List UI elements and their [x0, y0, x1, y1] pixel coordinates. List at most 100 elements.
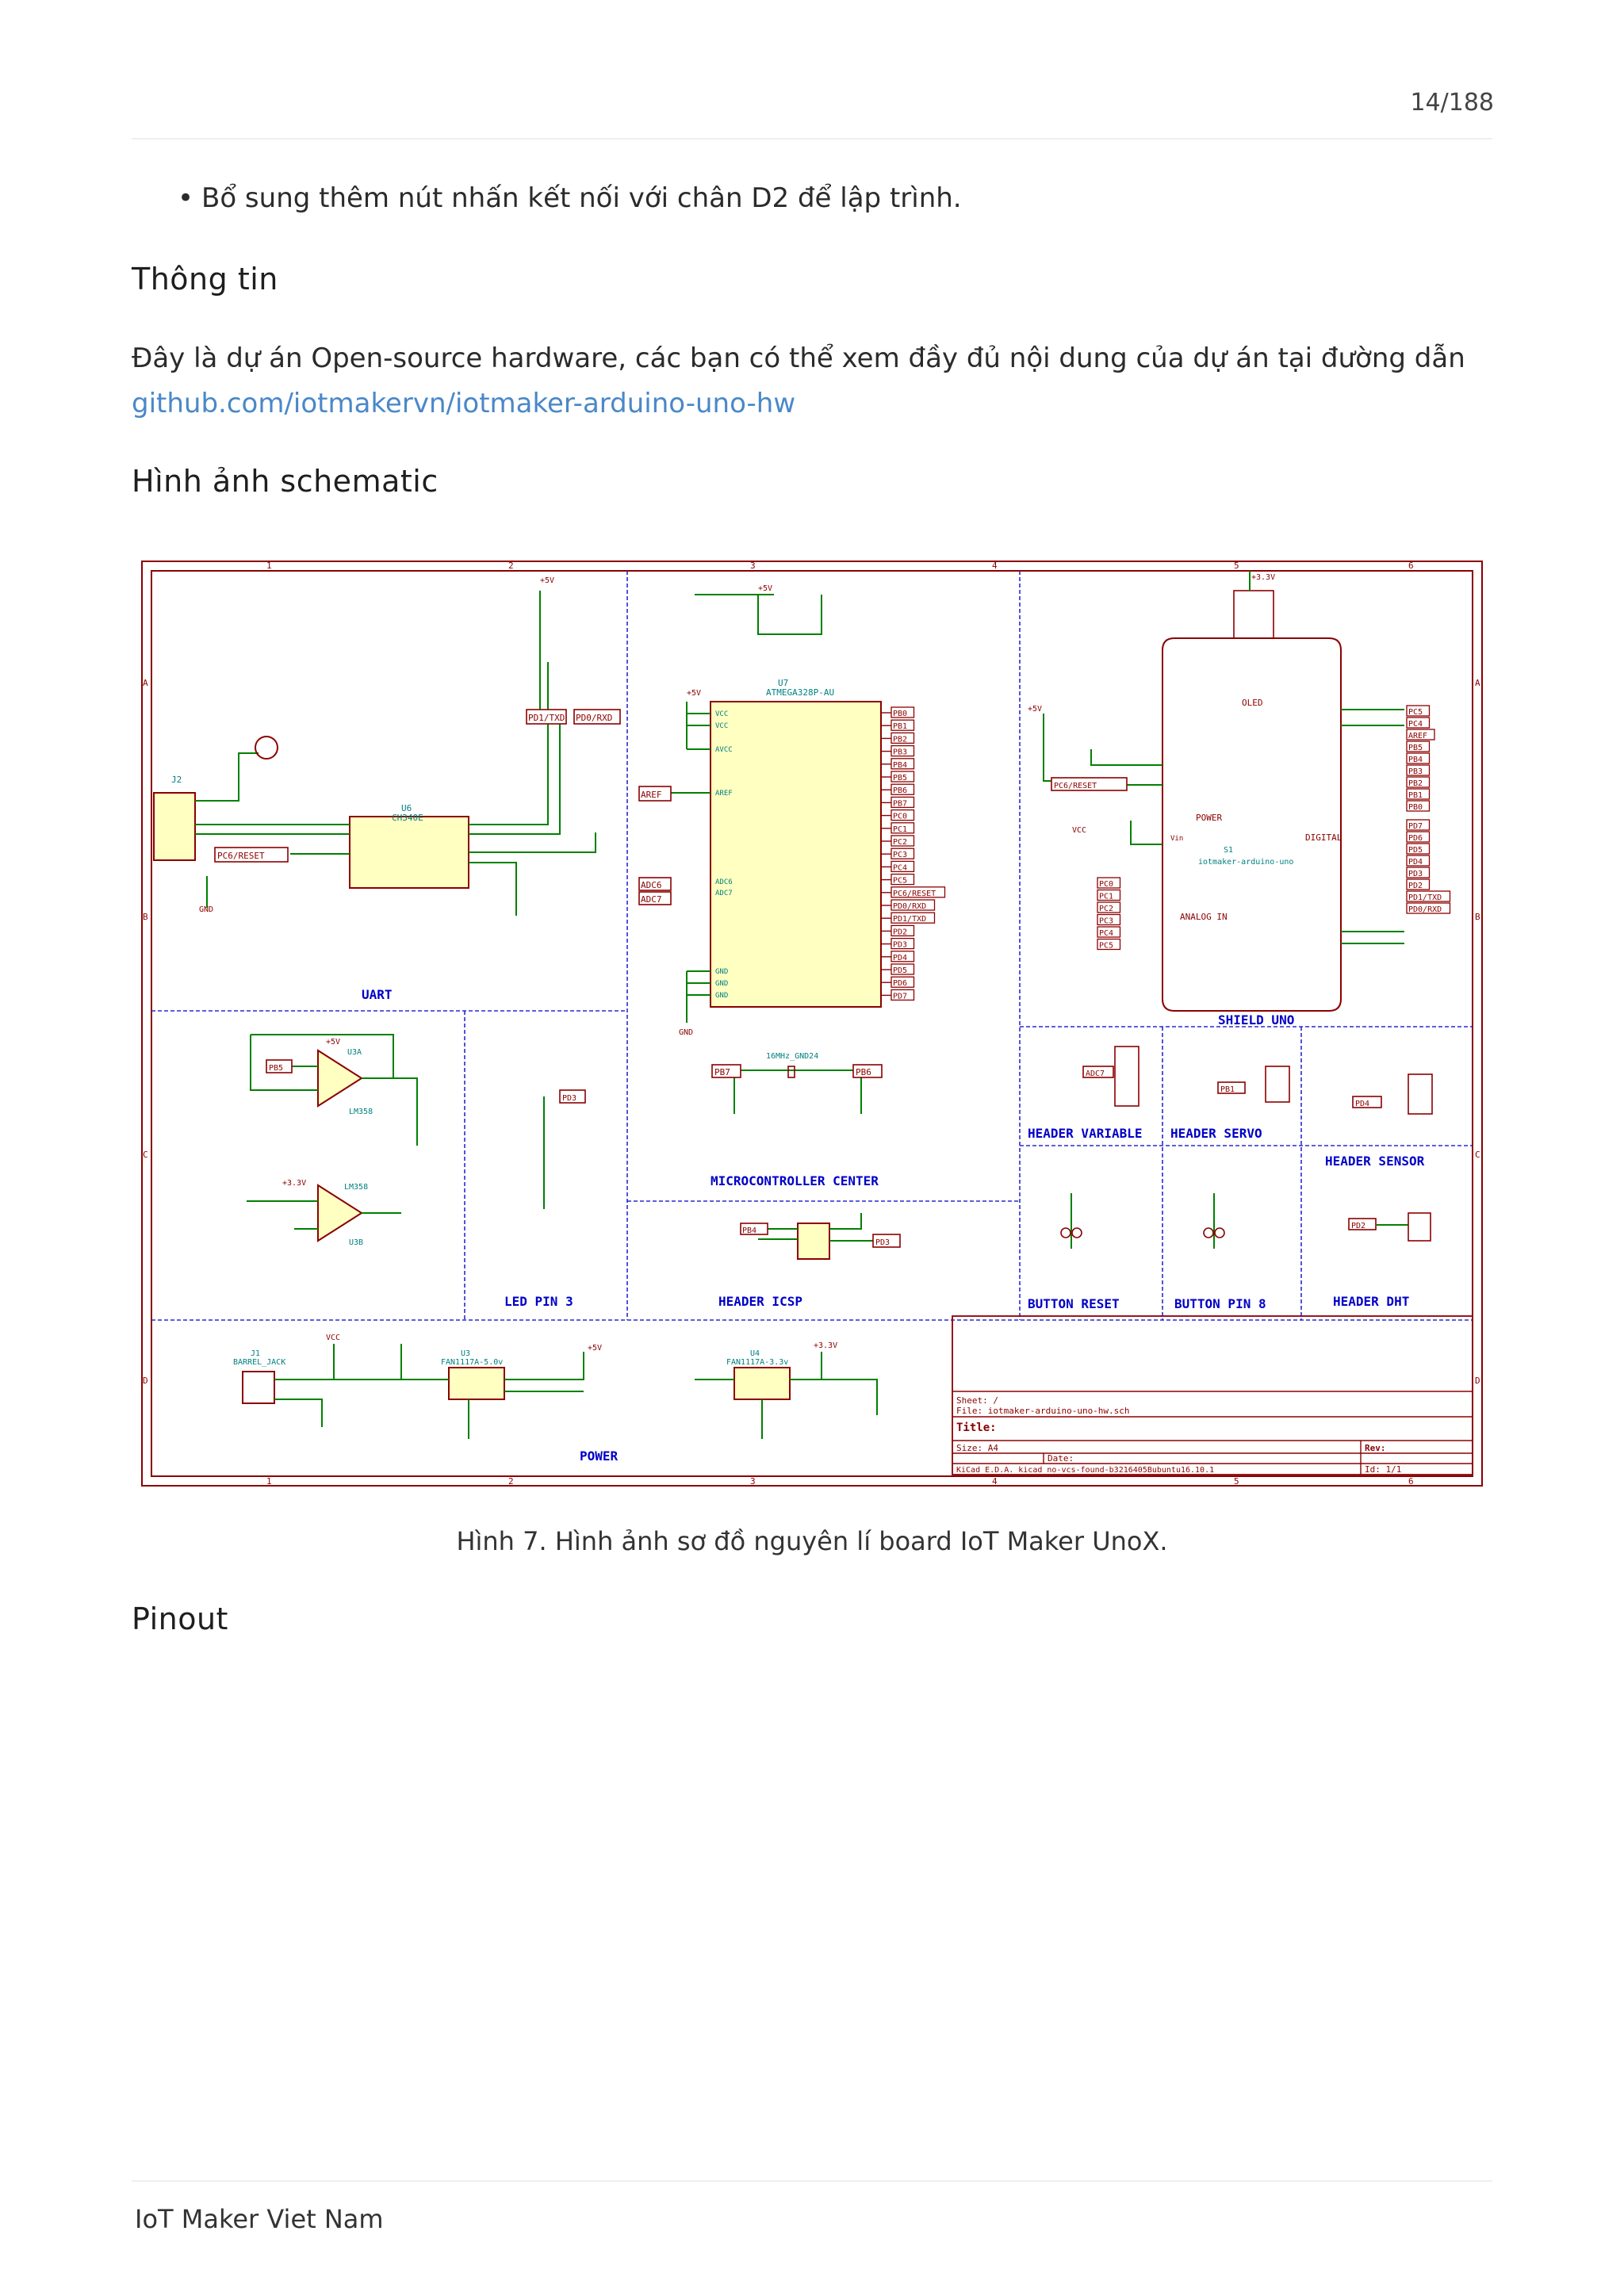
mcu-pin-label: PB2 [893, 735, 907, 744]
power-block: U3 FAN1117A-5.0v U4 FAN1117A-3.3v J1 BAR… [233, 1334, 878, 1464]
shield-digital-pin: PD4 [1408, 858, 1423, 867]
shield-digital-pin-box [1406, 819, 1431, 831]
shield-digital-pin: PB5 [1408, 744, 1423, 752]
mcu-pin-label-box [891, 796, 915, 809]
net-adc6-mcu: ADC6 [641, 880, 662, 890]
mcu-pin-label: PB7 [893, 799, 907, 808]
block-title-hvar: HEADER VARIABLE [1028, 1126, 1143, 1141]
svg-text:VCC: VCC [715, 710, 728, 718]
shield-power-label: POWER [1196, 813, 1222, 823]
shield-digital-pin-box [1406, 800, 1431, 812]
shield-digital-pin-box [1406, 831, 1431, 843]
footer-text: IoT Maker Viet Nam [135, 2204, 384, 2234]
mcu-pin-label-box [891, 719, 915, 731]
mcu-pin-label: PC3 [893, 851, 907, 859]
u3b-ref: U3B [349, 1238, 363, 1247]
s1-ref: S1 [1224, 846, 1233, 855]
shield-digital-pin: PD5 [1408, 846, 1423, 855]
info-text: Đây là dự án Open-source hardware, các b… [132, 342, 1465, 374]
block-title-shield: SHIELD UNO [1218, 1012, 1294, 1027]
mcu-pin-label-box [891, 822, 915, 834]
shield-analog-pin-box [1097, 926, 1121, 938]
opamp-block: U3A LM358 LM358 U3B PB5 +5V +3.3V [247, 1034, 418, 1247]
svg-text:5: 5 [1234, 561, 1239, 571]
u4-ref: U4 [750, 1349, 760, 1358]
lm358-a: LM358 [349, 1108, 373, 1116]
net-pb6-mcu: PB6 [856, 1067, 871, 1077]
shield-digital-pin: PB3 [1408, 767, 1423, 776]
svg-text:C: C [1475, 1150, 1480, 1160]
shield-digital-pin-box [1406, 867, 1431, 878]
mcu-pin-label-box [891, 886, 946, 898]
mcu-pin-label-box [891, 809, 915, 821]
block-dividers [151, 571, 1473, 1321]
bullet-item: •Bổ sung thêm nút nhấn kết nối với chân … [178, 182, 962, 214]
crystal-name: 16MHz_GND24 [766, 1052, 818, 1061]
shield-digital-pin: PB1 [1408, 791, 1423, 800]
shield-digital-pin-box [1406, 890, 1451, 902]
icsp-block: PB4 PD3 HEADER ICSP [718, 1213, 901, 1309]
svg-text:6: 6 [1408, 1476, 1414, 1487]
mcu-pin-label: PD7 [893, 992, 907, 1001]
info-paragraph: Đây là dự án Open-source hardware, các b… [132, 336, 1496, 427]
mcu-pin-label-box [891, 951, 915, 962]
shield-digital-pin: PC5 [1408, 708, 1423, 717]
mcu-pin-label: PD1/TXD [893, 915, 926, 924]
u6-name: CH340E [392, 813, 423, 823]
shield-digital-pin: PD7 [1408, 822, 1423, 831]
svg-text:B: B [1475, 912, 1480, 922]
tb-sheet: Sheet: / [956, 1395, 998, 1406]
net-pd4-hsensor: PD4 [1355, 1100, 1369, 1108]
svg-text:3: 3 [750, 1476, 756, 1487]
mcu-pin-label-box [891, 706, 915, 718]
shield-analog-pin: PC3 [1099, 917, 1113, 926]
net-5v-opamp: +5V [326, 1038, 340, 1047]
github-link[interactable]: github.com/iotmakervn/iotmaker-arduino-u… [132, 388, 796, 419]
shield-digital-pin: PD3 [1408, 870, 1423, 878]
mcu-pin-label: PD3 [893, 941, 907, 950]
block-title-led3: LED PIN 3 [504, 1294, 573, 1309]
title-block: Sheet: / File: iotmaker-arduino-uno-hw.s… [952, 1315, 1473, 1475]
svg-text:ADC7: ADC7 [715, 890, 733, 897]
mcu-pin-label: PD5 [893, 966, 907, 975]
section-title-pinout: Pinout [132, 1601, 228, 1636]
j2-ref: J2 [171, 775, 182, 785]
svg-text:GND: GND [715, 968, 728, 976]
page-number: 14/188 [1410, 89, 1494, 117]
shield-digital-pin: PD6 [1408, 834, 1423, 843]
mcu-pin-label: PB0 [893, 710, 907, 718]
shield-digital-pin-box [1406, 878, 1431, 890]
mcu-pin-label-box [891, 860, 915, 873]
mcu-pin-label-box [891, 732, 915, 744]
net-pd0-uart: PD0/RXD [576, 713, 612, 723]
net-pd2-hdht: PD2 [1351, 1222, 1365, 1230]
block-title-icsp: HEADER ICSP [718, 1294, 802, 1309]
tb-id: Id: 1/1 [1365, 1464, 1401, 1475]
shield-digital-pin: PB4 [1408, 756, 1423, 764]
svg-text:6: 6 [1408, 561, 1414, 571]
s1-name: iotmaker-arduino-uno [1198, 858, 1293, 867]
block-title-mcu: MICROCONTROLLER CENTER [710, 1173, 879, 1188]
mcu-pin-label-box [891, 937, 915, 950]
block-title-uart: UART [362, 987, 393, 1002]
section-title-schematic: Hình ảnh schematic [132, 464, 439, 499]
shield-digital-pin: PD2 [1408, 882, 1423, 890]
net-5v-mcu: +5V [758, 584, 772, 593]
shield-digital-pin-box [1406, 717, 1431, 729]
tb-kicad: KiCad E.D.A. kicad no-vcs-found-b3216405… [956, 1466, 1214, 1475]
mcu-pin-label-box [891, 989, 915, 1001]
mcu-pin-label-box [891, 783, 915, 795]
shield-analog-pin: PC2 [1099, 905, 1113, 913]
mcu-pin-label-box [891, 758, 915, 770]
oled-label: OLED [1242, 698, 1263, 708]
shield-digital-pin-box [1406, 788, 1431, 800]
svg-text:4: 4 [992, 561, 998, 571]
svg-text:GND: GND [715, 992, 728, 1000]
shield-analog-pin: PC0 [1099, 880, 1113, 889]
tb-date: Date: [1048, 1453, 1074, 1464]
mcu-pin-label-box [891, 912, 936, 924]
mcu-pin-label: PC4 [893, 863, 907, 872]
mcu-pin-label-box [891, 848, 915, 859]
